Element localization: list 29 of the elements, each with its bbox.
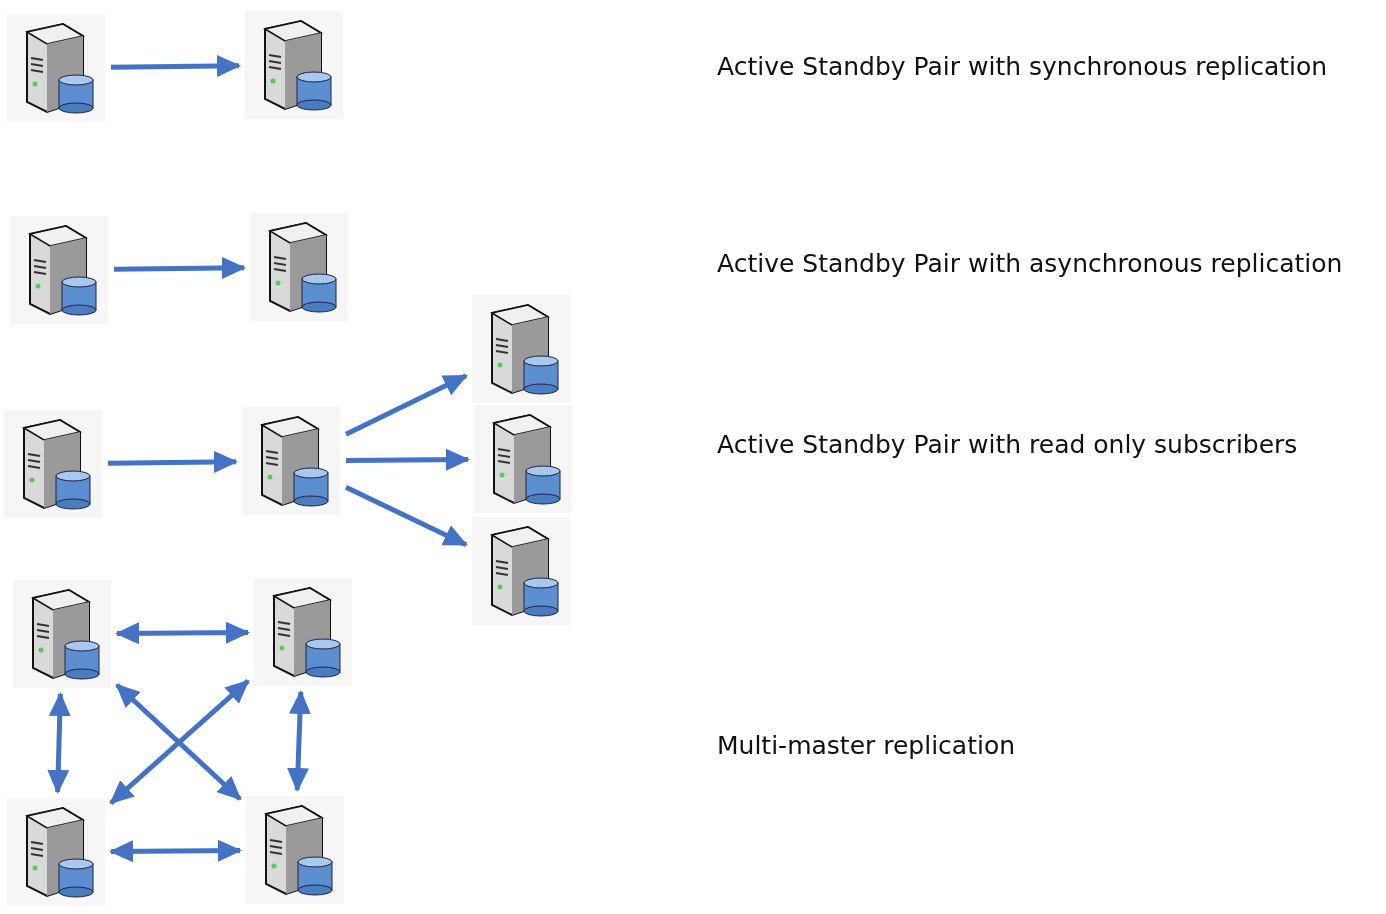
arrow: [109, 839, 242, 863]
arrow: [107, 450, 238, 473]
server-database-icon: [10, 216, 108, 324]
caption-text: Active Standby Pair with asynchronous replication: [717, 248, 1343, 278]
server-database-icon: [7, 798, 105, 906]
server-database-icon: [472, 295, 570, 403]
server-database-icon: [13, 580, 111, 688]
arrow: [109, 679, 250, 805]
arrow: [345, 448, 470, 471]
server-database-icon: [245, 11, 343, 119]
arrow: [115, 683, 242, 801]
arrow: [47, 692, 71, 794]
arrow: [287, 690, 311, 792]
server-database-icon: [7, 14, 105, 122]
server-database-icon: [246, 796, 344, 904]
server-database-icon: [254, 578, 352, 686]
arrow: [113, 256, 246, 279]
arrow: [344, 485, 468, 547]
server-database-icon: [250, 213, 348, 321]
caption-text: Active Standby Pair with synchronous replication: [717, 51, 1328, 81]
caption-text: Multi-master replication: [717, 730, 1016, 760]
arrow: [115, 621, 250, 645]
server-database-icon: [242, 407, 340, 515]
arrow: [344, 373, 468, 437]
server-database-icon: [474, 405, 572, 513]
caption-text: Active Standby Pair with read only subscribers: [717, 429, 1298, 459]
arrow: [110, 54, 241, 77]
server-database-icon: [4, 410, 102, 518]
server-database-icon: [472, 517, 570, 625]
